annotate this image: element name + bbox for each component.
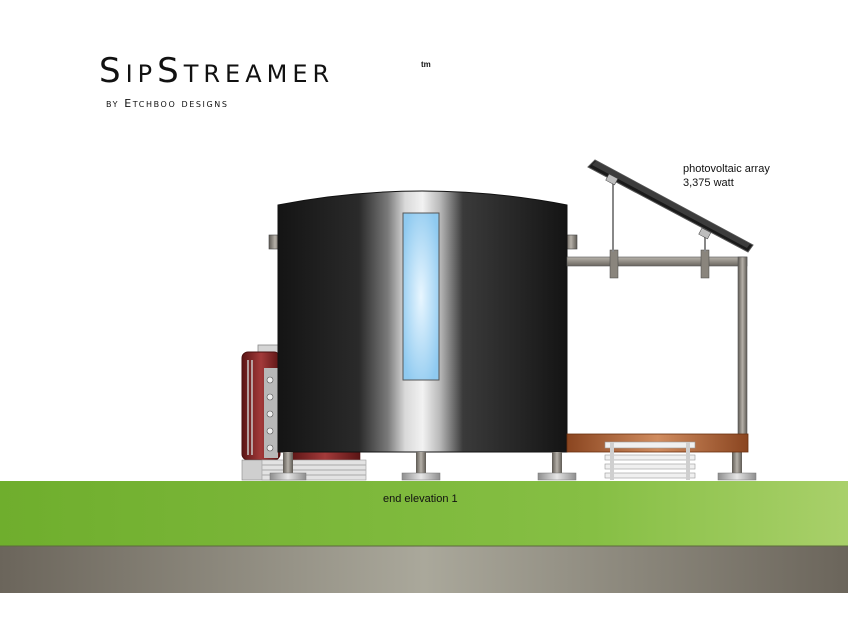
- trademark-mark: tm: [421, 60, 431, 69]
- window-glass: [402, 212, 440, 381]
- pv-label: photovoltaic array: [683, 163, 770, 175]
- pv-wattage: 3,375 watt: [683, 177, 734, 189]
- soil-band: [0, 546, 848, 593]
- steel-post-icon: [269, 452, 757, 481]
- steel-frame: [566, 249, 748, 438]
- byline: by Etchboo designs: [106, 97, 229, 110]
- solar-panel-icon: [587, 159, 754, 253]
- grass-ground: [0, 481, 848, 546]
- deck-steps: [604, 441, 696, 480]
- cylinder-pod: [277, 190, 568, 453]
- view-label: end elevation 1: [383, 493, 458, 505]
- page-title: SipStreamer: [99, 51, 335, 91]
